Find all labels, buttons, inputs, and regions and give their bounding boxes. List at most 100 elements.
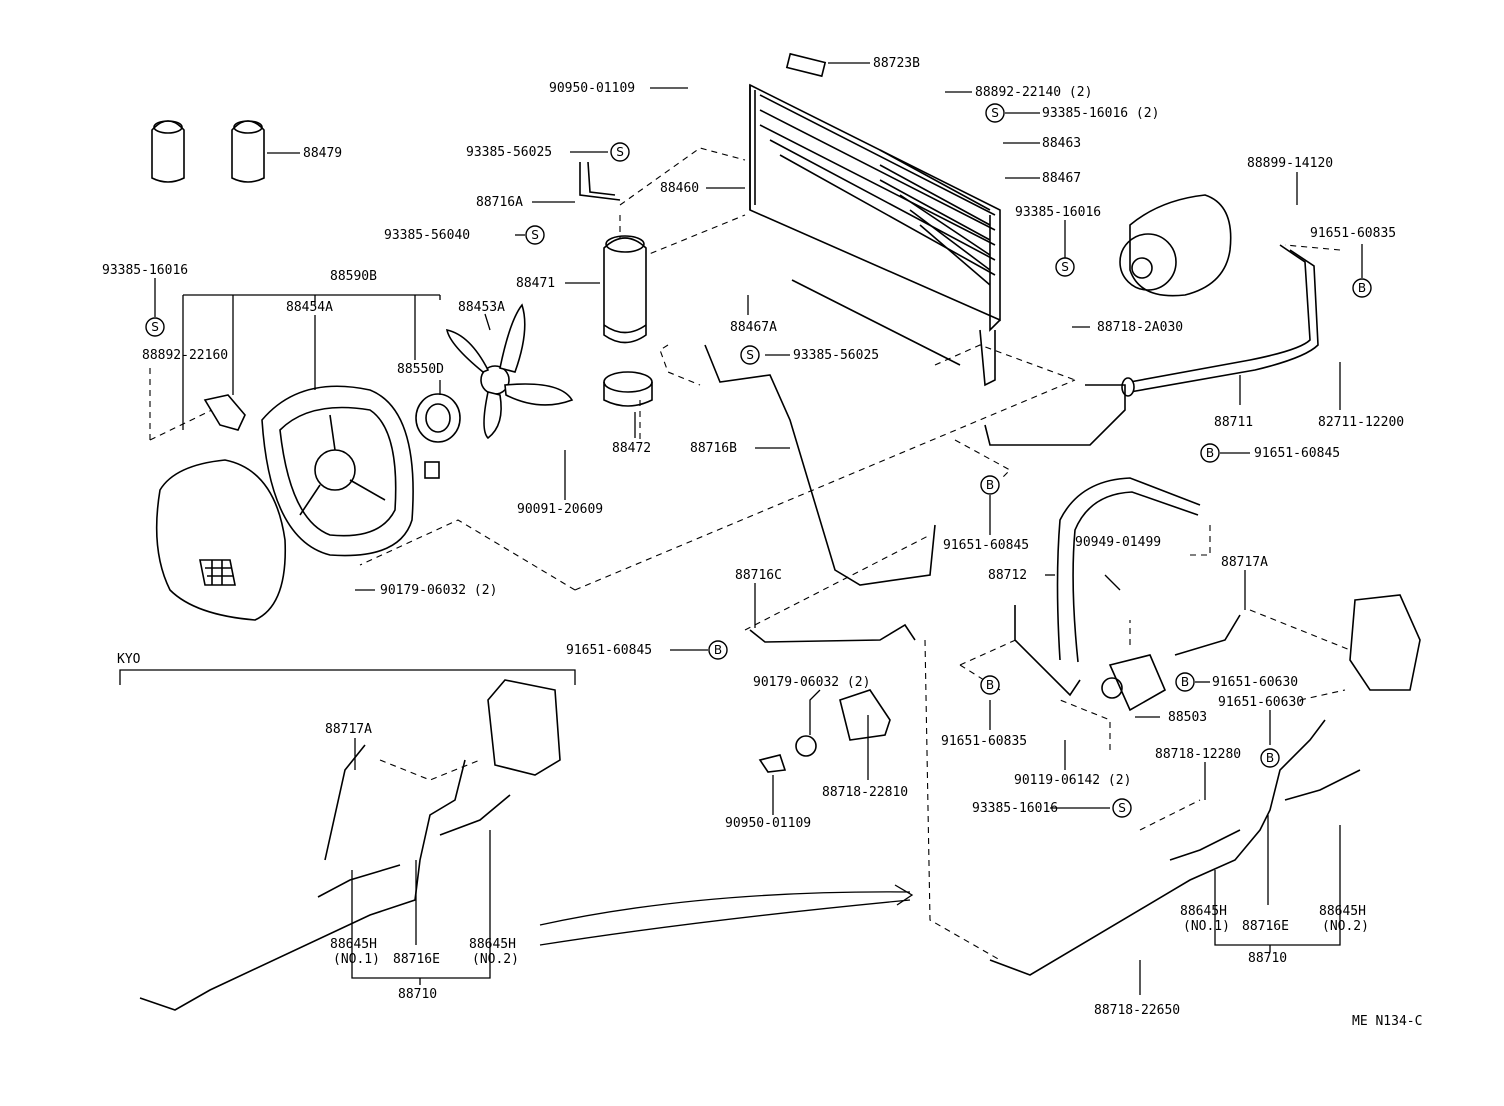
symbol-s: S <box>1112 798 1132 818</box>
part-label: 93385-56025 <box>793 348 879 363</box>
receiver-drier <box>603 235 647 344</box>
liquid-tubes <box>579 161 936 643</box>
part-label: 88472 <box>612 441 651 456</box>
part-label: 91651-60630 <box>1218 695 1304 710</box>
part-label: 88645H <box>1319 904 1366 919</box>
part-label: 90119-06142 (2) <box>1014 773 1131 788</box>
svg-text:S: S <box>746 348 754 362</box>
assembly-arrow <box>539 884 914 946</box>
part-label: 91651-60630 <box>1212 675 1298 690</box>
evaporator-units <box>487 594 1421 776</box>
part-label: 88718-22810 <box>822 785 908 800</box>
part-label: 91651-60835 <box>1310 226 1396 241</box>
part-label: 91651-60845 <box>943 538 1029 553</box>
part-label: 91651-60845 <box>566 643 652 658</box>
part-label: 88716E <box>393 952 440 967</box>
symbol-b: B <box>708 640 728 660</box>
left-tube-assembly <box>139 744 511 1011</box>
symbol-s: S <box>525 225 545 245</box>
fan-cover <box>155 459 287 621</box>
part-label: (NO.1) <box>1183 919 1230 934</box>
part-label: 88718-22650 <box>1094 1003 1180 1018</box>
symbol-b: B <box>1352 278 1372 298</box>
svg-text:B: B <box>1181 675 1189 689</box>
part-label: 90950-01109 <box>549 81 635 96</box>
svg-text:B: B <box>1358 281 1366 295</box>
part-label: 93385-56040 <box>384 228 470 243</box>
svg-text:S: S <box>1118 801 1126 815</box>
symbol-s: S <box>610 142 630 162</box>
part-label: 88717A <box>325 722 372 737</box>
part-label: 82711-12200 <box>1318 415 1404 430</box>
symbol-b: B <box>1200 443 1220 463</box>
svg-text:S: S <box>616 145 624 159</box>
part-label: 88716B <box>690 441 737 456</box>
part-label: 88479 <box>303 146 342 161</box>
svg-text:B: B <box>714 643 722 657</box>
svg-text:B: B <box>1266 751 1274 765</box>
symbol-s: S <box>985 103 1005 123</box>
symbol-b: B <box>1260 748 1280 768</box>
part-label: (NO.2) <box>1322 919 1369 934</box>
symbol-b: B <box>980 675 1000 695</box>
part-label: 88716E <box>1242 919 1289 934</box>
symbol-s: S <box>740 345 760 365</box>
part-label: 93385-56025 <box>466 145 552 160</box>
part-label: 90091-20609 <box>517 502 603 517</box>
diagram-code: ME N134-C <box>1352 1014 1422 1029</box>
fan-motor <box>415 393 461 479</box>
kyo-bracket <box>119 669 576 685</box>
part-label: 88716A <box>476 195 523 210</box>
svg-text:S: S <box>1061 260 1069 274</box>
svg-text:B: B <box>986 478 994 492</box>
part-label: 88717A <box>1221 555 1268 570</box>
part-label: 88718-2A030 <box>1097 320 1183 335</box>
compressor <box>1119 194 1232 297</box>
part-label: 88645H <box>469 937 516 952</box>
svg-text:B: B <box>1206 446 1214 460</box>
svg-text:S: S <box>991 106 999 120</box>
part-label: 88550D <box>397 362 444 377</box>
part-label: 90179-06032 (2) <box>753 675 870 690</box>
condenser <box>749 52 1001 387</box>
part-label: 88463 <box>1042 136 1081 151</box>
part-label: 88460 <box>660 181 699 196</box>
part-label: 88454A <box>286 300 333 315</box>
right-tube-assembly <box>989 614 1361 976</box>
symbol-s: S <box>1055 257 1075 277</box>
part-label: 90949-01499 <box>1075 535 1161 550</box>
svg-text:B: B <box>986 678 994 692</box>
leader-lines <box>154 62 1363 995</box>
part-label: 88892-22140 (2) <box>975 85 1092 100</box>
part-label: 88718-12280 <box>1155 747 1241 762</box>
part-label: 91651-60835 <box>941 734 1027 749</box>
fan-shroud <box>261 385 414 557</box>
svg-text:S: S <box>151 320 159 334</box>
fan-blade <box>445 303 574 440</box>
symbol-b: B <box>980 475 1000 495</box>
fan-bracket <box>203 394 246 431</box>
suction-hose <box>1014 477 1201 697</box>
symbol-s: S <box>145 317 165 337</box>
svg-text:S: S <box>531 228 539 242</box>
part-label: 91651-60845 <box>1254 446 1340 461</box>
expansion-valve <box>1101 654 1167 712</box>
part-label: 93385-16016 (2) <box>1042 106 1159 121</box>
part-label: 90179-06032 (2) <box>380 583 497 598</box>
receiver-drier-spares <box>151 120 265 183</box>
part-label: KYO <box>117 652 141 667</box>
part-label: 88590B <box>330 269 377 284</box>
part-label: 88711 <box>1214 415 1253 430</box>
part-label: (NO.2) <box>472 952 519 967</box>
pressure-switch <box>758 689 891 773</box>
part-label: 93385-16016 <box>972 801 1058 816</box>
part-label: 88892-22160 <box>142 348 228 363</box>
symbol-b: B <box>1175 672 1195 692</box>
part-label: 90950-01109 <box>725 816 811 831</box>
drier-bracket <box>603 371 653 407</box>
part-label: 88503 <box>1168 710 1207 725</box>
part-label: 88712 <box>988 568 1027 583</box>
discharge-hose <box>984 244 1319 446</box>
part-label: 88453A <box>458 300 505 315</box>
